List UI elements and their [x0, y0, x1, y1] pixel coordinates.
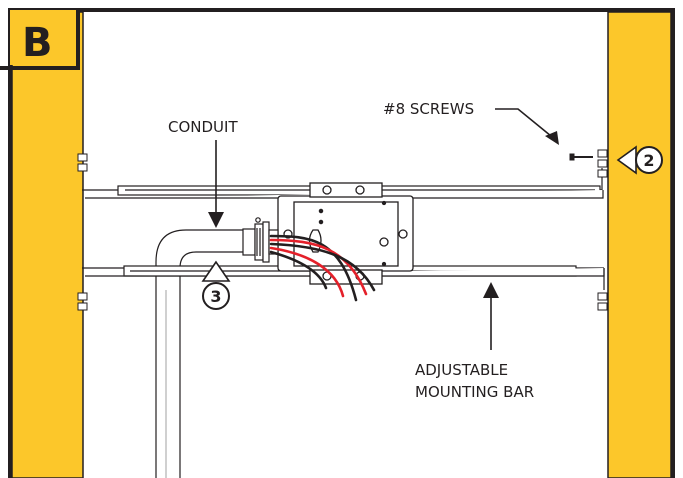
mounting-bar-label-line1: ADJUSTABLE — [415, 361, 508, 379]
mounting-bar-label-line2: MOUNTING BAR — [415, 383, 534, 401]
step-2-callout: 2 — [616, 145, 663, 175]
panel-badge: B — [0, 10, 80, 70]
left-stud — [11, 11, 84, 478]
step-3-number: 3 — [210, 287, 221, 306]
step-2-number: 2 — [643, 151, 654, 170]
panel-letter: B — [22, 20, 53, 66]
stud-clips — [77, 149, 608, 311]
junction-box — [277, 182, 414, 285]
right-stud — [607, 11, 672, 478]
mounting-bar-arrow — [483, 282, 499, 350]
conduit-connector — [242, 217, 279, 263]
screws-arrow — [495, 108, 559, 145]
conduit-label: CONDUIT — [168, 118, 238, 136]
screws-label: #8 SCREWS — [383, 100, 474, 118]
step-3-callout: 3 — [201, 260, 231, 310]
wires — [269, 234, 376, 302]
screw-icon — [569, 153, 593, 161]
conduit-arrow — [208, 140, 224, 228]
